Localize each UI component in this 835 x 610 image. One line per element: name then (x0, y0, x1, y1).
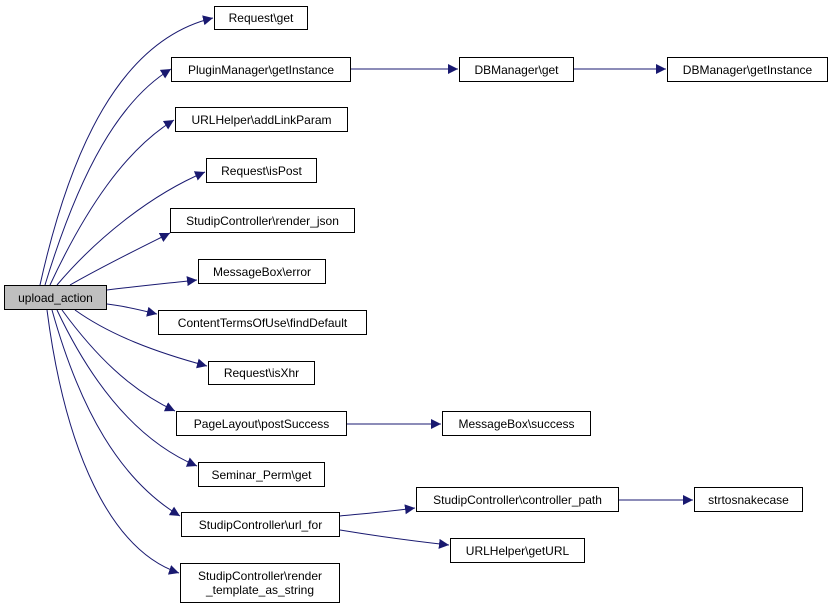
node-studip_controller_path[interactable]: StudipController\controller_path (416, 487, 619, 512)
node-studip_render_template[interactable]: StudipController\render _template_as_str… (180, 563, 340, 603)
node-request_get[interactable]: Request\get (214, 6, 308, 30)
edge-studip_url_for-urlhelper_geturl (339, 529, 450, 549)
edge-upload_action-request_ispost (56, 171, 206, 286)
node-request_ispost[interactable]: Request\isPost (206, 158, 317, 183)
node-label: DBManager\get (474, 62, 559, 77)
node-label: URLHelper\addLinkParam (191, 112, 332, 127)
node-studip_url_for[interactable]: StudipController\url_for (181, 512, 340, 537)
node-pagelayout_postsuccess[interactable]: PageLayout\postSuccess (176, 411, 347, 436)
node-strtosnakecase[interactable]: strtosnakecase (694, 487, 803, 512)
node-label: MessageBox\error (212, 264, 312, 279)
edge-upload_action-messagebox_error (106, 276, 198, 291)
node-dbmanager_get[interactable]: DBManager\get (459, 57, 574, 82)
edge-upload_action-studip_render_json (69, 232, 171, 286)
node-dbmanager_getinstance[interactable]: DBManager\getInstance (667, 57, 828, 82)
edge-upload_action-request_get (39, 15, 214, 286)
edge-upload_action-seminar_perm_get (56, 309, 198, 467)
node-label: StudipController\url_for (198, 517, 323, 532)
node-label: strtosnakecase (708, 492, 789, 507)
node-seminar_perm_get[interactable]: Seminar_Perm\get (198, 462, 325, 487)
node-label: Request\isXhr (223, 366, 300, 380)
node-label-line2: _template_as_string (205, 583, 315, 597)
node-label: PluginManager\getInstance (187, 62, 335, 77)
node-urlhelper_addlinkparam[interactable]: URLHelper\addLinkParam (175, 107, 348, 132)
node-label: URLHelper\getURL (465, 543, 570, 558)
node-label: upload_action (18, 290, 93, 305)
edge-upload_action-request_isxhr (74, 309, 208, 369)
node-label: Request\get (228, 11, 294, 25)
edge-upload_action-studip_url_for (51, 309, 181, 517)
node-label: DBManager\getInstance (682, 62, 813, 77)
node-label: Seminar_Perm\get (211, 467, 312, 482)
node-messagebox_success[interactable]: MessageBox\success (442, 411, 591, 436)
node-label-line1: StudipController\render (197, 569, 323, 583)
node-studip_render_json[interactable]: StudipController\render_json (170, 208, 355, 233)
node-label: StudipController\controller_path (433, 492, 602, 507)
node-plugin_manager_getinstance[interactable]: PluginManager\getInstance (171, 57, 351, 82)
edge-upload_action-pagelayout_postsuccess (61, 309, 176, 412)
node-contenttermsofuse_finddefault[interactable]: ContentTermsOfUse\findDefault (158, 310, 367, 335)
node-upload_action[interactable]: upload_action (4, 285, 107, 310)
edge-studip_url_for-studip_controller_path (339, 504, 416, 517)
node-request_isxhr[interactable]: Request\isXhr (208, 361, 315, 385)
node-label: Request\isPost (221, 163, 302, 178)
edge-upload_action-urlhelper_addlinkparam (49, 119, 175, 286)
node-label: ContentTermsOfUse\findDefault (177, 315, 348, 330)
node-messagebox_error[interactable]: MessageBox\error (198, 259, 326, 284)
node-label: MessageBox\success (458, 416, 575, 431)
node-urlhelper_geturl[interactable]: URLHelper\getURL (450, 538, 585, 563)
edge-upload_action-contenttermsofuse_finddefault (106, 303, 158, 317)
node-label: StudipController\render_json (186, 213, 339, 228)
edge-upload_action-plugin_manager_getinstance (44, 68, 172, 286)
node-label: PageLayout\postSuccess (193, 416, 330, 431)
edge-upload_action-studip_render_template (46, 309, 180, 575)
